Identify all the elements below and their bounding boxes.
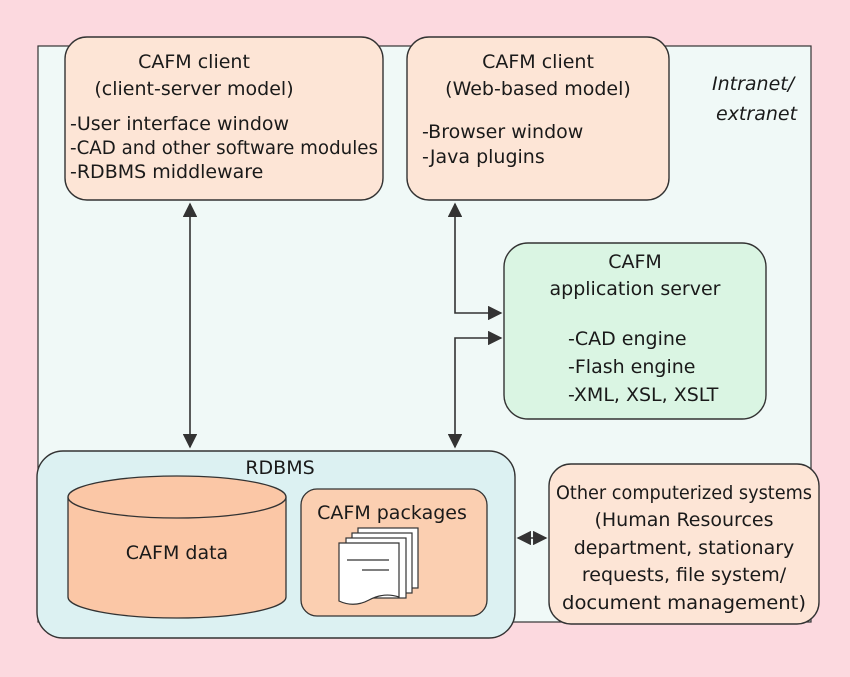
document-stack-icon <box>338 527 419 605</box>
app-server-box: CAFM application server -CAD engine -Fla… <box>503 242 767 420</box>
other-systems-line: (Human Resources <box>594 509 773 531</box>
app-server-item: -CAD engine <box>568 328 687 350</box>
web-client-item: -Browser window <box>422 121 583 143</box>
client-server-box: CAFM client (client-server model) -User … <box>64 36 384 201</box>
app-server-item: -XML, XSL, XSLT <box>568 384 719 406</box>
app-server-item: -Flash engine <box>568 356 696 378</box>
other-systems-line: requests, file system/ <box>582 564 787 586</box>
other-systems-box: Other computerized systems (Human Resour… <box>548 463 820 625</box>
rdbms-box: RDBMS CAFM data CAFM packages <box>36 450 516 639</box>
cylinder-icon <box>67 475 287 619</box>
rdbms-title: RDBMS <box>245 457 314 479</box>
web-client-item: -Java plugins <box>422 146 545 168</box>
cafm-data-label: CAFM data <box>126 542 228 564</box>
client-server-subtitle: (client-server model) <box>94 78 293 100</box>
connectors <box>182 202 548 546</box>
other-systems-line: department, stationary <box>574 537 795 559</box>
intranet-label-line1: Intranet/ <box>712 73 797 95</box>
intranet-label-line2: extranet <box>716 103 799 125</box>
client-server-item: -User interface window <box>70 113 289 135</box>
other-systems-line: document management) <box>562 592 806 614</box>
app-server-subtitle: application server <box>550 278 721 300</box>
web-client-to-app-server-arrow <box>447 202 503 321</box>
client-server-item: -RDBMS middleware <box>70 161 263 183</box>
web-client-title: CAFM client <box>482 51 594 73</box>
other-systems-line: Other computerized systems <box>556 482 812 504</box>
web-client-subtitle: (Web-based model) <box>445 78 631 100</box>
app-server-title: CAFM <box>608 251 662 273</box>
web-client-box: CAFM client (Web-based model) -Browser w… <box>406 36 670 201</box>
client-server-title: CAFM client <box>138 51 250 73</box>
cafm-packages-label: CAFM packages <box>317 502 467 524</box>
app-server-to-rdbms-arrow <box>447 330 503 449</box>
client-server-item: -CAD and other software modules <box>70 137 378 159</box>
